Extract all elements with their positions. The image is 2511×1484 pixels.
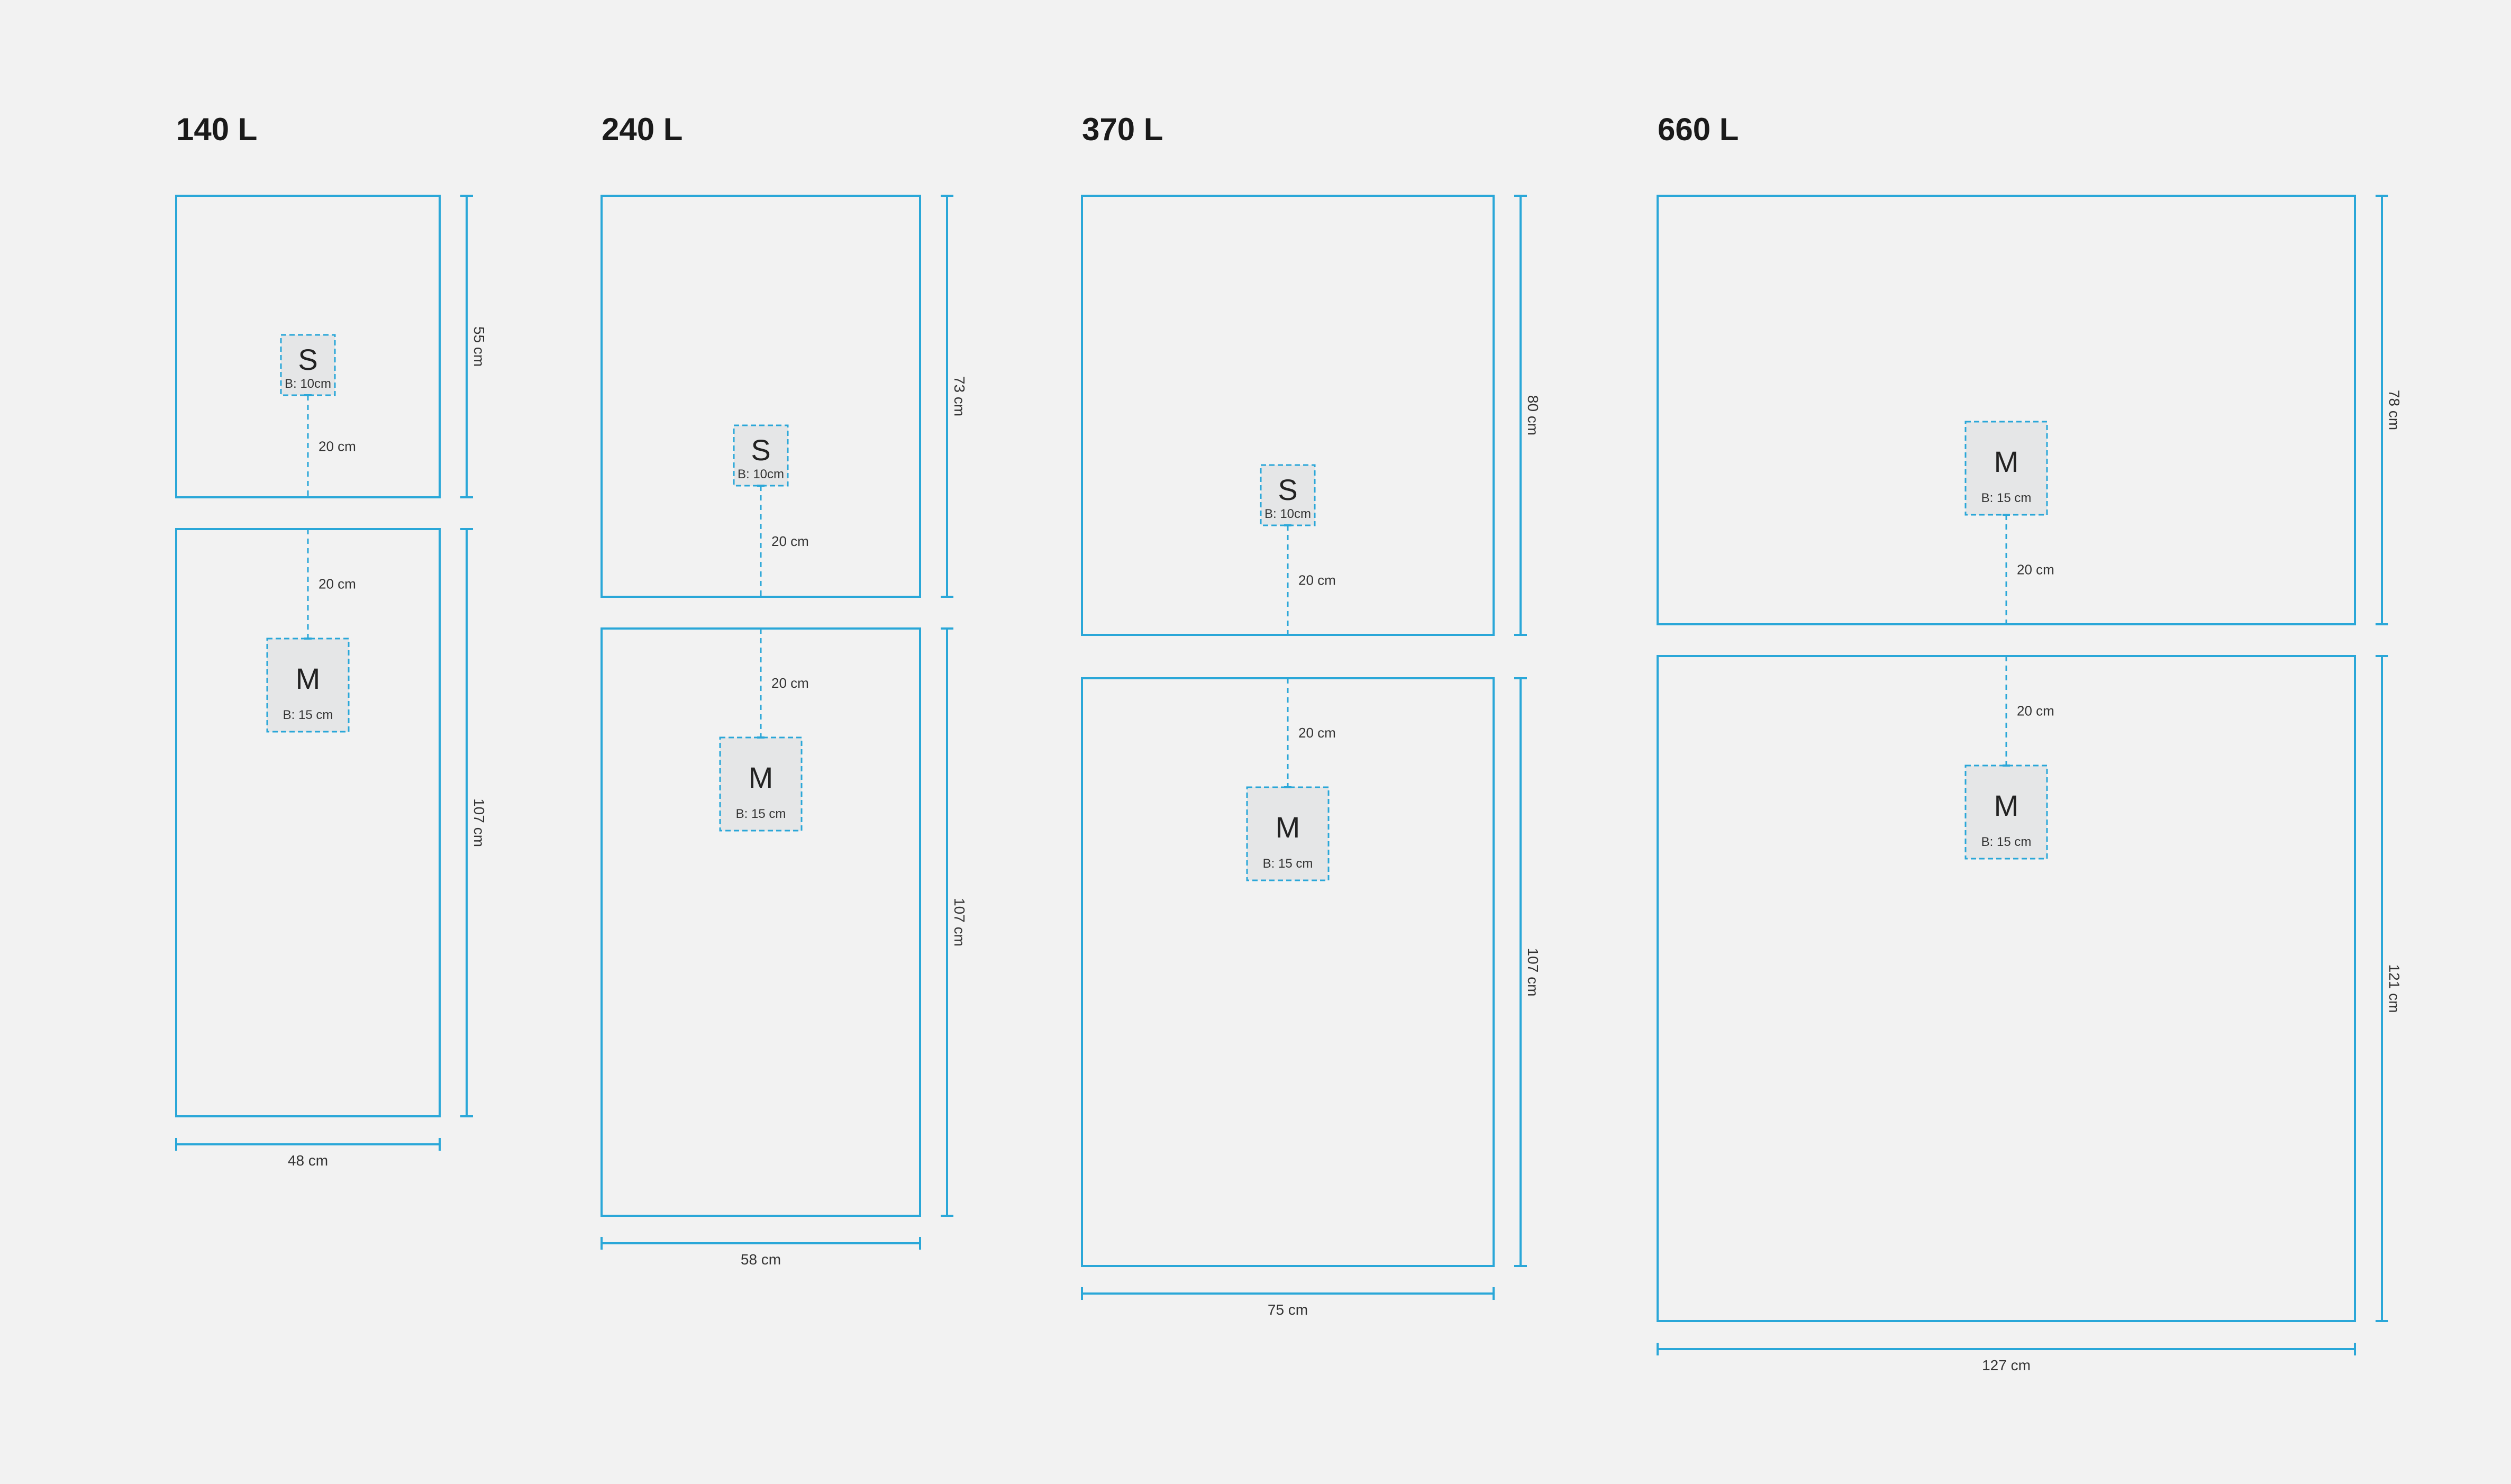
container-title: 140 L <box>176 112 257 147</box>
width-dimension-label: 58 cm <box>741 1251 781 1268</box>
marker-width-label: B: 15 cm <box>1263 857 1313 871</box>
panel-outline <box>1081 195 1495 636</box>
height-dimension-label: 78 cm <box>2386 390 2403 430</box>
marker-size-label: S <box>751 433 770 467</box>
container-column-2: 240 L 73 cm SB: 10cm 20 cm 107 cm M B: 15 cm 20… <box>601 112 968 1268</box>
height-dimension-label: 55 cm <box>471 326 487 367</box>
height-dimension-label: 121 cm <box>2386 964 2403 1013</box>
marker-width-label: B: 10cm <box>285 377 331 391</box>
marker-size-label: M <box>296 662 321 695</box>
container-column-4: 660 L 78 cm M B: 15 cm 20 cm 121 cm M B: 15 cm 2… <box>1657 112 2403 1373</box>
container-title: 660 L <box>1658 112 1739 147</box>
marker-box <box>733 424 789 487</box>
distance-label: 20 cm <box>319 576 356 592</box>
marker-size-label: S <box>1278 473 1297 506</box>
marker-size-label: M <box>1994 445 2019 478</box>
size-marker: M B: 15 cm <box>266 638 350 733</box>
marker-width-label: B: 15 cm <box>1981 835 2032 849</box>
distance-label: 20 cm <box>771 675 809 691</box>
size-marker: M B: 15 cm <box>1964 421 2048 516</box>
lower-panel: 107 cm M B: 15 cm 20 cm <box>601 627 968 1217</box>
container-column-3: 370 L 80 cm SB: 10cm 20 cm 107 cm M B: 15 cm 20… <box>1081 112 1541 1318</box>
marker-width-label: B: 10cm <box>1264 507 1311 521</box>
size-marker: SB: 10cm <box>1260 464 1316 526</box>
upper-panel: 73 cm SB: 10cm 20 cm <box>601 195 968 598</box>
lower-panel: 121 cm M B: 15 cm 20 cm <box>1657 655 2403 1322</box>
size-marker: M B: 15 cm <box>1964 764 2048 860</box>
marker-box <box>1964 421 2048 516</box>
width-dimension-label: 48 cm <box>288 1152 328 1169</box>
marker-size-label: M <box>749 761 774 794</box>
marker-box <box>1246 786 1330 881</box>
lower-panel: 107 cm M B: 15 cm 20 cm <box>1081 677 1541 1267</box>
width-dimension-label: 75 cm <box>1268 1301 1308 1318</box>
height-dimension-label: 80 cm <box>1525 395 1541 435</box>
marker-width-label: B: 10cm <box>738 467 784 481</box>
marker-width-label: B: 15 cm <box>283 708 333 722</box>
distance-label: 20 cm <box>771 533 809 549</box>
marker-box <box>1260 464 1316 526</box>
height-dimension-label: 107 cm <box>471 798 487 847</box>
container-column-1: 140 L 55 cm SB: 10cm 20 cm 107 cm M B: 15 cm 20… <box>175 112 487 1169</box>
distance-label: 20 cm <box>2017 703 2054 719</box>
size-marker: SB: 10cm <box>280 334 336 396</box>
upper-panel: 78 cm M B: 15 cm 20 cm <box>1657 195 2403 625</box>
distance-label: 20 cm <box>1298 725 1336 741</box>
marker-size-label: M <box>1276 811 1300 844</box>
container-title: 370 L <box>1082 112 1163 147</box>
marker-width-label: B: 15 cm <box>1981 491 2032 505</box>
marker-box <box>1964 764 2048 860</box>
panel-outline <box>1657 195 2356 625</box>
height-dimension-label: 73 cm <box>951 376 968 416</box>
upper-panel: 55 cm SB: 10cm 20 cm <box>175 195 487 498</box>
height-dimension-label: 107 cm <box>1525 948 1541 997</box>
height-dimension-label: 107 cm <box>951 898 968 946</box>
container-title: 240 L <box>602 112 683 147</box>
marker-size-label: M <box>1994 789 2019 822</box>
marker-width-label: B: 15 cm <box>736 807 786 821</box>
marker-box <box>719 736 803 832</box>
marker-box <box>280 334 336 396</box>
distance-label: 20 cm <box>319 439 356 454</box>
marker-box <box>266 638 350 733</box>
distance-label: 20 cm <box>1298 572 1336 588</box>
upper-panel: 80 cm SB: 10cm 20 cm <box>1081 195 1541 636</box>
lower-panel: 107 cm M B: 15 cm 20 cm <box>175 528 487 1117</box>
size-marker: M B: 15 cm <box>719 736 803 832</box>
width-dimension-label: 127 cm <box>1982 1357 2031 1373</box>
marker-size-label: S <box>298 343 317 376</box>
size-marker: M B: 15 cm <box>1246 786 1330 881</box>
size-marker: SB: 10cm <box>733 424 789 487</box>
distance-label: 20 cm <box>2017 562 2054 578</box>
